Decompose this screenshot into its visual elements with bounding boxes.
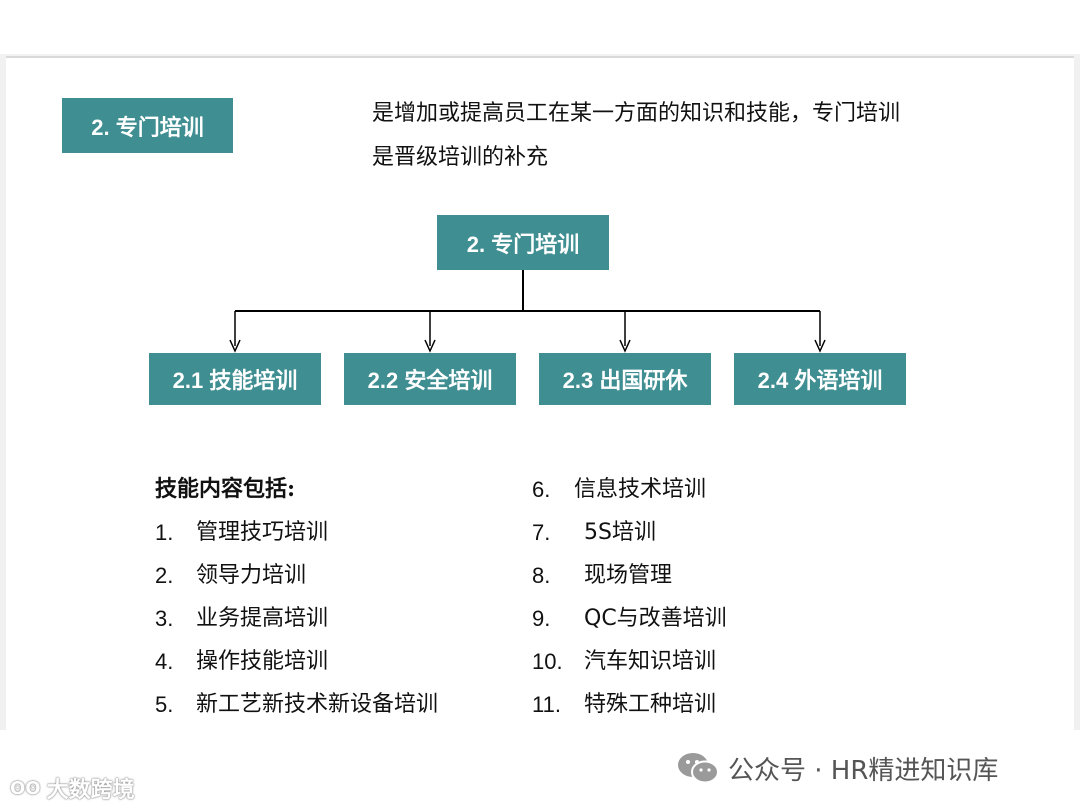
list-item-text: 信息技术培训 [574,477,707,502]
list-item-text: 5S培训 [584,520,656,545]
list-item: 2. 领导力培训 [155,554,438,597]
list-item-number: 7. [532,520,551,545]
tree-child-label: 2.1 技能培训 [172,368,298,393]
list-item-text: 新工艺新技术新设备培训 [196,692,439,717]
list-item-text: 汽车知识培训 [584,649,717,674]
watermark-logo-icon: ʘʘ [10,777,41,799]
tree-root-box: 2. 专门培训 [437,215,609,270]
section-title-box: 2. 专门培训 [62,98,233,153]
tree-child-box-3: 2.3 出国研休 [539,353,711,405]
list-item-number: 1. [155,520,174,545]
description-line-2: 是晋级培训的补充 [372,145,549,170]
list-item: 8. 现场管理 [532,554,727,597]
wechat-icon [678,753,719,784]
branch-arrow-4 [814,311,826,353]
watermark: ʘʘ 大数跨境 [10,772,135,804]
list-item-text: 操作技能培训 [196,649,329,674]
list-item-number: 11. [532,692,561,717]
list-item: 4. 操作技能培训 [155,640,438,683]
tree-child-box-4: 2.4 外语培训 [734,353,906,405]
list-item: 11. 特殊工种培训 [532,683,727,726]
description: 是增加或提高员工在某一方面的知识和技能，专门培训 是晋级培训的补充 [372,92,972,180]
list-item-text: 业务提高培训 [196,606,329,631]
tree-child-box-1: 2.1 技能培训 [149,353,321,405]
list-item-text: 领导力培训 [196,563,307,588]
list-item: 5. 新工艺新技术新设备培训 [155,683,438,726]
list-item-number: 9. [532,606,551,631]
list-item-number: 5. [155,692,174,717]
list-item: 7. 5S培训 [532,511,727,554]
list-item-text: QC与改善培训 [584,606,727,631]
tree-root-label: 2. 专门培训 [466,231,580,257]
tree-child-label: 2.4 外语培训 [757,368,883,393]
list-item-number: 3. [155,606,174,631]
skills-list-right: 6. 信息技术培训 7. 5S培训 8. 现场管理 9. QC与改善培训 10.… [532,468,727,726]
tree-child-box-2: 2.2 安全培训 [344,353,516,405]
list-item: 1. 管理技巧培训 [155,511,438,554]
watermark-text: 大数跨境 [46,778,135,803]
branch-arrow-2 [424,311,436,353]
list-item-number: 10. [532,649,563,674]
tree-child-label: 2.3 出国研休 [562,368,688,393]
list-item-number: 4. [155,649,174,674]
list-item: 6. 信息技术培训 [532,468,727,511]
wechat-account-label: 公众号 · HR精进知识库 [728,755,999,786]
list-item: 3. 业务提高培训 [155,597,438,640]
description-line-1: 是增加或提高员工在某一方面的知识和技能，专门培训 [372,101,901,126]
skills-heading: 技能内容包括: [155,476,296,502]
list-item-text: 现场管理 [584,563,673,588]
list-item-text: 特殊工种培训 [584,692,717,717]
branch-arrow-1 [229,311,241,353]
list-item: 9. QC与改善培训 [532,597,727,640]
branch-arrow-3 [619,311,631,353]
wechat-account[interactable]: 公众号 · HR精进知识库 [676,748,998,788]
footer [0,730,1080,810]
tree-child-label: 2.2 安全培训 [367,368,493,393]
section-title: 2. 专门培训 [91,114,204,140]
list-item-number: 8. [532,563,551,588]
list-item: 10. 汽车知识培训 [532,640,727,683]
list-item-text: 管理技巧培训 [196,520,329,545]
skills-list-left: 技能内容包括: 1. 管理技巧培训 2. 领导力培训 3. 业务提高培训 4. … [155,468,438,726]
top-strip [0,0,1080,54]
list-item-number: 2. [155,563,174,588]
list-item-number: 6. [532,477,551,502]
